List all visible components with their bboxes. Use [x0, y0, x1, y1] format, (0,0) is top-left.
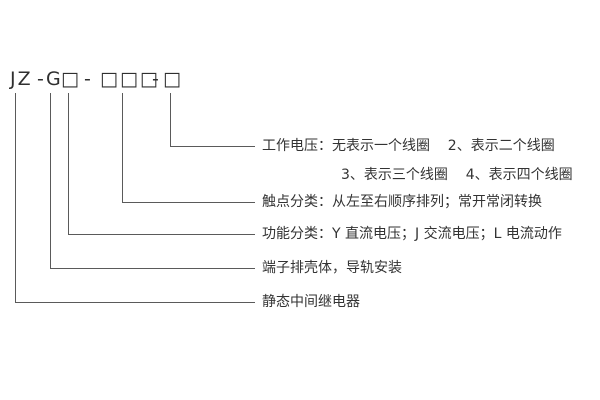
code-housing-letter: G — [46, 68, 63, 90]
code-dash-3: - — [152, 68, 161, 90]
code-prefix: JZ — [10, 68, 33, 90]
leader-vline-function-class — [68, 93, 69, 234]
leader-vline-relay-type — [15, 93, 16, 302]
code-function-box: □ — [61, 68, 81, 90]
leader-hline-working-voltage — [170, 146, 255, 147]
callout-working-voltage-line1: 工作电压：无表示一个线圈 2、表示二个线圈 — [262, 138, 555, 154]
leader-hline-function-class — [68, 234, 255, 235]
leader-hline-relay-type — [15, 302, 255, 303]
leader-hline-housing — [50, 268, 255, 269]
callout-housing: 端子排壳体，导轨安装 — [262, 260, 402, 276]
callout-contact-class: 触点分类：从左至右顺序排列；常开常闭转换 — [262, 194, 542, 210]
code-voltage-box: □ — [163, 68, 183, 90]
leader-vline-housing — [50, 93, 51, 268]
code-dash-2: - — [84, 68, 93, 90]
leader-hline-contact-class — [122, 202, 255, 203]
leader-vline-working-voltage — [170, 93, 171, 146]
callout-relay-type: 静态中间继电器 — [262, 294, 360, 310]
code-contact-boxes: □□□ — [100, 68, 160, 90]
leader-vline-contact-class — [122, 93, 123, 202]
callout-working-voltage-line2: 3、表示三个线圈 4、表示四个线圈 — [341, 167, 573, 183]
callout-function-class: 功能分类：Y 直流电压；J 交流电压；L 电流动作 — [262, 226, 562, 242]
code-dash-1: - — [37, 68, 46, 90]
